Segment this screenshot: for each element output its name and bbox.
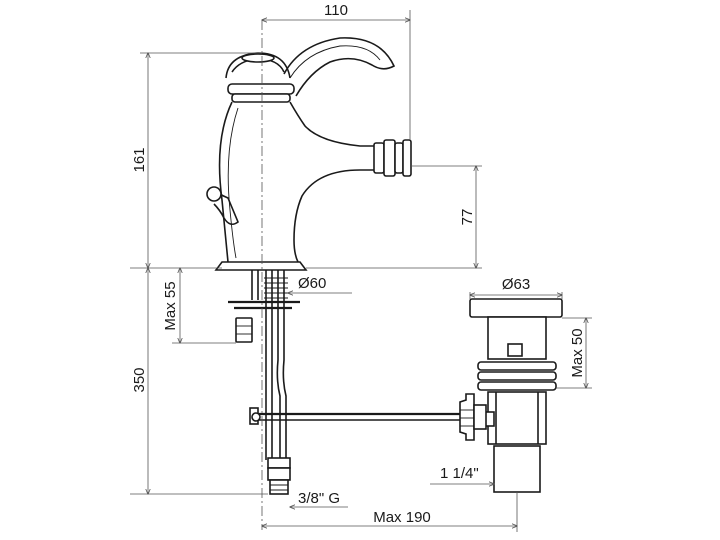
dimension-label-max-55: Max 55: [162, 281, 179, 330]
dimension-label-max-190: Max 190: [373, 509, 431, 526]
dimension-thread-3-8-g: 3/8" G: [290, 490, 348, 507]
dimension-max-50: Max 50: [556, 318, 592, 388]
dimension-label-diameter-63: Ø63: [502, 276, 530, 293]
dimension-label-thread-1-1-4: 1 1/4": [440, 465, 479, 482]
dimension-label-77: 77: [459, 209, 476, 226]
dimension-label-max-50: Max 50: [569, 328, 586, 377]
dimension-label-161: 161: [131, 147, 148, 172]
dimension-max-55: Max 55: [162, 268, 236, 343]
dimension-label-110: 110: [324, 2, 348, 19]
waste-drain-assembly: [459, 298, 563, 493]
dimension-diameter-60: Ø60: [288, 275, 352, 293]
faucet-mounting-hardware: [228, 270, 300, 495]
faucet-body: [206, 37, 412, 271]
dimension-max-190: Max 190: [262, 492, 517, 532]
dimension-label-diameter-60: Ø60: [298, 275, 326, 292]
dimension-label-350: 350: [131, 367, 148, 392]
dimension-height-350: 350: [130, 268, 268, 494]
dimension-height-161: 161: [130, 53, 262, 268]
dimension-thread-1-1-4: 1 1/4": [430, 465, 494, 484]
pop-up-linkage-rod: [249, 407, 462, 425]
dimension-label-thread-3-8-g: 3/8" G: [298, 490, 340, 507]
dimension-diameter-63: Ø63: [470, 276, 562, 299]
dimension-height-77: 77: [306, 166, 482, 268]
dimension-width-110: 110: [262, 2, 410, 140]
